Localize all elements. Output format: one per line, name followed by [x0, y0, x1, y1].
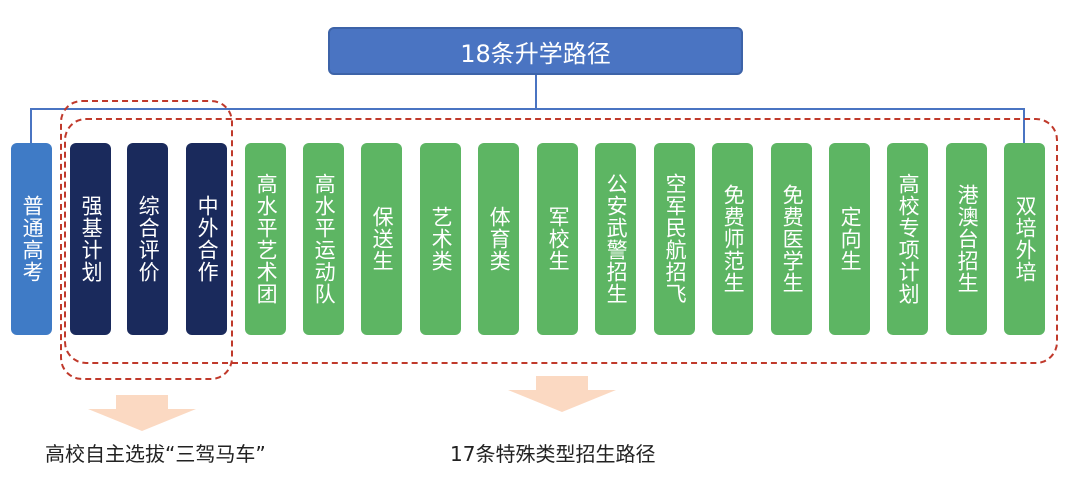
pathway-label: 普通高考: [20, 195, 45, 283]
caption-special-paths: 17条特殊类型招生路径: [450, 442, 656, 466]
pathway-box: 高水平运动队: [303, 143, 344, 335]
pathway-label: 强基计划: [79, 195, 104, 283]
pathway-label: 公安武警招生: [604, 173, 629, 305]
horizontal-connector-line: [30, 108, 1025, 110]
pathway-box: 综合评价: [127, 143, 168, 335]
pathway-label: 高水平运动队: [312, 173, 337, 305]
pathway-label: 中外合作: [195, 195, 220, 283]
title-stem-line: [535, 75, 537, 110]
three-carriages-group-outline: [60, 100, 233, 380]
left-down-arrow-icon: [88, 395, 196, 431]
pathway-label: 港澳台招生: [955, 184, 980, 294]
pathway-box: 军校生: [537, 143, 578, 335]
right-down-arrow-icon: [508, 376, 616, 412]
pathway-box: 保送生: [361, 143, 402, 335]
pathway-label: 定向生: [838, 206, 863, 272]
pathway-box: 公安武警招生: [595, 143, 636, 335]
pathway-box: 港澳台招生: [946, 143, 987, 335]
pathway-label: 高水平艺术团: [254, 173, 279, 305]
pathway-box: 双培外培: [1004, 143, 1045, 335]
special-admission-group-outline: [64, 118, 1058, 364]
pathway-box: 普通高考: [11, 143, 52, 335]
pathway-box: 体育类: [478, 143, 519, 335]
pathway-box: 高水平艺术团: [245, 143, 286, 335]
pathway-label: 双培外培: [1013, 195, 1038, 283]
pathway-box: 免费医学生: [771, 143, 812, 335]
pathway-box: 艺术类: [420, 143, 461, 335]
pathway-label: 综合评价: [136, 195, 161, 283]
diagram-title: 18条升学路径: [328, 27, 743, 75]
pathway-label: 免费医学生: [780, 184, 805, 294]
pathway-box: 高校专项计划: [887, 143, 928, 335]
pathway-label: 高校专项计划: [896, 173, 921, 305]
pathway-box: 空军民航招飞: [654, 143, 695, 335]
left-drop-line: [30, 108, 32, 143]
pathway-label: 体育类: [487, 206, 512, 272]
pathway-box: 强基计划: [70, 143, 111, 335]
pathway-label: 艺术类: [429, 206, 454, 272]
pathway-label: 保送生: [370, 206, 395, 272]
caption-three-carriages: 高校自主选拔“三驾马车”: [45, 442, 266, 466]
pathway-label: 空军民航招飞: [663, 173, 688, 305]
right-drop-line: [1023, 108, 1025, 143]
pathway-box: 中外合作: [186, 143, 227, 335]
pathway-box: 定向生: [829, 143, 870, 335]
pathway-label: 免费师范生: [721, 184, 746, 294]
pathway-box: 免费师范生: [712, 143, 753, 335]
pathway-label: 军校生: [546, 206, 571, 272]
